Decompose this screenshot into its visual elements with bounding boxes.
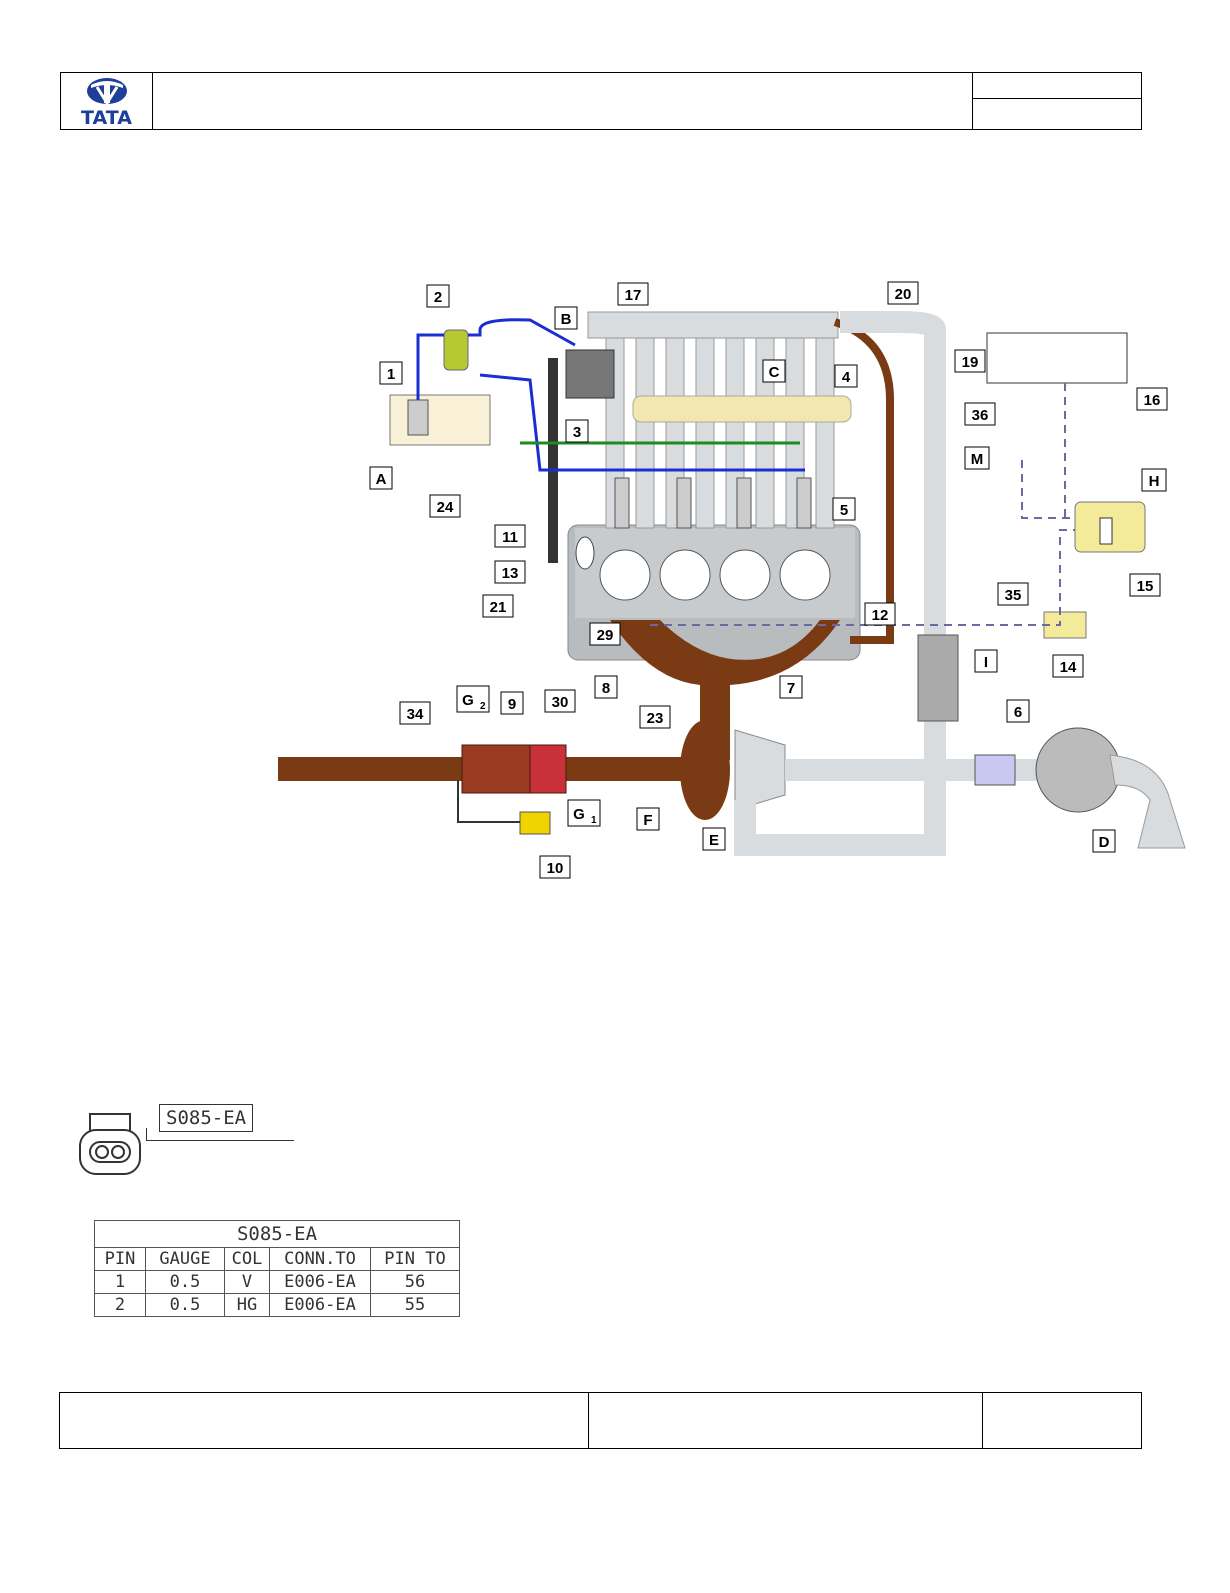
header-right-cell — [972, 72, 1142, 130]
label-b: B — [561, 311, 572, 328]
label-i: I — [984, 654, 988, 671]
label-c: C — [769, 364, 780, 381]
label-34: 34 — [407, 706, 424, 723]
airflow-sensor-6 — [974, 754, 1016, 786]
air-inlet — [1109, 754, 1186, 849]
label-12: 12 — [872, 607, 889, 624]
label-d: D — [1099, 834, 1110, 851]
label-15: 15 — [1137, 578, 1154, 595]
label-10: 10 — [547, 860, 564, 877]
footer-divider-left — [588, 1392, 589, 1449]
relay-14 — [1043, 611, 1087, 639]
pin-table-header: PIN TO — [370, 1247, 460, 1271]
label-20: 20 — [895, 286, 912, 303]
conn-to-cell: E006-EA — [269, 1293, 371, 1317]
label-g1: G — [573, 806, 585, 823]
footer-frame — [59, 1392, 1142, 1449]
label-h: H — [1149, 473, 1160, 490]
air-filter-d — [1035, 727, 1121, 813]
tata-logo-icon — [87, 78, 127, 106]
ecu-15 — [1099, 517, 1113, 545]
label-7: 7 — [787, 680, 795, 697]
label-14: 14 — [1060, 659, 1077, 676]
label-13: 13 — [502, 565, 519, 582]
gauge-cell: 0.5 — [145, 1293, 225, 1317]
label-16: 16 — [1144, 392, 1161, 409]
pin-table-title: S085-EA — [94, 1220, 460, 1248]
label-17: 17 — [625, 287, 642, 304]
label-30: 30 — [552, 694, 569, 711]
connector-icon — [79, 1113, 141, 1175]
pin-table-header: PIN — [94, 1247, 146, 1271]
pin-cell: 1 — [94, 1270, 146, 1294]
turbo-turbine — [680, 720, 730, 820]
label-19: 19 — [962, 354, 979, 371]
timing-belt — [548, 358, 558, 563]
pin-table-header: CONN.TO — [269, 1247, 371, 1271]
gauge-cell: 0.5 — [145, 1270, 225, 1294]
conn-to-cell: E006-EA — [269, 1270, 371, 1294]
hp-pump-b — [565, 349, 615, 399]
label-3: 3 — [573, 424, 581, 441]
label-11: 11 — [502, 529, 518, 546]
header-logo-cell: TATA — [60, 72, 153, 130]
connector-name: S085-EA — [159, 1104, 254, 1132]
turbo-compressor — [734, 729, 786, 811]
wiring — [650, 383, 1075, 626]
color-cell: HG — [224, 1293, 270, 1317]
label-m: M — [971, 451, 984, 468]
label-g1-sub: 1 — [591, 815, 597, 826]
label-8: 8 — [602, 680, 610, 697]
label-2: 2 — [434, 289, 442, 306]
label-1: 1 — [387, 366, 395, 383]
label-f: F — [643, 812, 652, 829]
actuator-10 — [519, 811, 551, 835]
label-a: A — [376, 471, 387, 488]
label-4: 4 — [842, 369, 851, 386]
label-g2: G — [462, 692, 474, 709]
exhaust-manifold — [610, 620, 840, 760]
connector-leader-tick — [146, 1128, 147, 1141]
label-g2-sub: 2 — [480, 701, 486, 712]
label-23: 23 — [647, 710, 664, 727]
color-cell: V — [224, 1270, 270, 1294]
label-21: 21 — [490, 599, 507, 616]
label-5: 5 — [840, 502, 848, 519]
label-35: 35 — [1005, 587, 1022, 604]
header-right-divider — [972, 98, 1142, 99]
pin-table-header: GAUGE — [145, 1247, 225, 1271]
label-24: 24 — [437, 499, 454, 516]
pedal-box-16 — [986, 332, 1128, 384]
common-rail-c — [632, 395, 852, 423]
label-29: 29 — [597, 627, 614, 644]
label-e: E — [709, 832, 719, 849]
fuel-tank-a — [389, 394, 491, 446]
fuel-lines — [416, 318, 805, 472]
engine-system-diagram: 1 2 3 4 5 6 7 8 9 10 11 12 13 14 15 16 1… — [278, 281, 1186, 879]
pin-table: S085-EA PIN GAUGE COL CONN.TO PIN TO 1 0… — [94, 1220, 460, 1317]
footer-divider-right — [982, 1392, 983, 1449]
pin-table-header-row: PIN GAUGE COL CONN.TO PIN TO — [94, 1247, 460, 1271]
table-row: 1 0.5 V E006-EA 56 — [94, 1270, 460, 1294]
connector-leader-line — [146, 1140, 294, 1141]
intake-manifold — [587, 311, 839, 529]
pressure-line — [457, 780, 520, 823]
pin-to-cell: 55 — [370, 1293, 460, 1317]
pin-to-cell: 56 — [370, 1270, 460, 1294]
pin-cell: 2 — [94, 1293, 146, 1317]
table-row: 2 0.5 HG E006-EA 55 — [94, 1293, 460, 1317]
fuel-pump-1 — [407, 399, 429, 436]
injectors — [614, 477, 812, 529]
pin-table-header: COL — [224, 1247, 270, 1271]
label-36: 36 — [972, 407, 989, 424]
fuel-filter-2 — [443, 329, 469, 371]
intercooler-i — [917, 634, 959, 722]
logo-text: TATA — [81, 107, 132, 129]
label-callouts: 1 2 3 4 5 6 7 8 9 10 11 12 13 14 15 16 1… — [369, 281, 1168, 879]
label-9: 9 — [508, 696, 516, 713]
dpf-g1 — [529, 744, 567, 794]
dpf-g2 — [461, 744, 531, 794]
label-6: 6 — [1014, 704, 1022, 721]
